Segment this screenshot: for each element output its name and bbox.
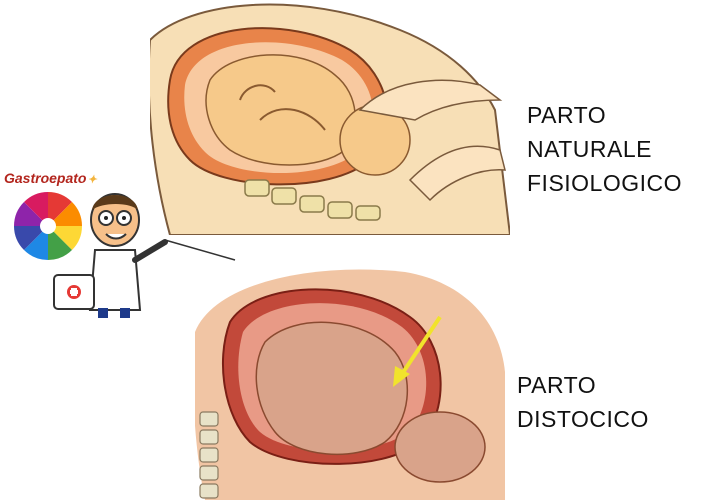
medical-bag-icon <box>53 274 95 310</box>
top-caption-line3: FISIOLOGICO <box>527 170 683 196</box>
top-caption-line1: PARTO <box>527 102 607 128</box>
top-caption-line2: NATURALE <box>527 136 652 162</box>
natural-birth-illustration <box>150 3 510 235</box>
bottom-caption-line1: PARTO <box>517 372 597 398</box>
bottom-caption: PARTO DISTOCICO <box>517 368 649 436</box>
doctor-mascot-illustration <box>53 193 236 318</box>
rainbow-swirl-logo <box>14 192 82 260</box>
gastroepato-logo-text: Gastroepato <box>4 170 97 186</box>
bottom-caption-line2: DISTOCICO <box>517 406 649 432</box>
dystocic-birth-illustration <box>195 269 505 500</box>
top-caption: PARTO NATURALE FISIOLOGICO <box>527 98 682 200</box>
yellow-arrow-icon <box>393 315 442 387</box>
